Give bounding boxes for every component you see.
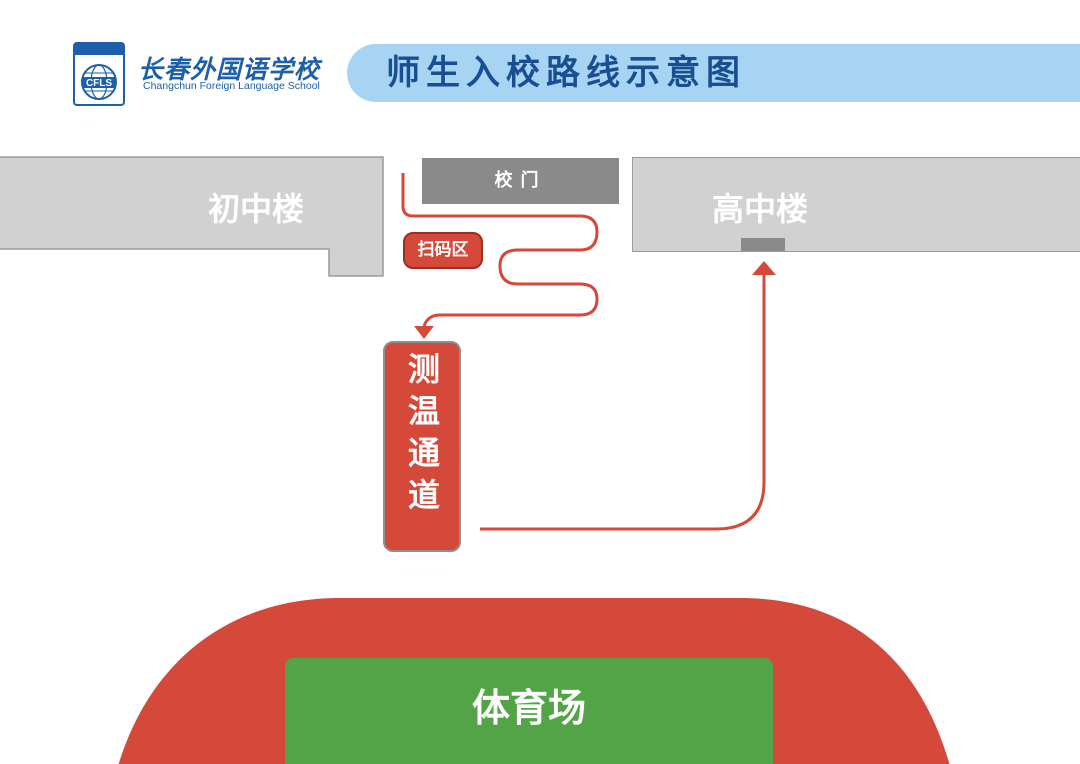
school-name-cn: 长春外国语学校 [138,55,321,84]
gate-label: 校门 [494,170,547,191]
logo-text: CFLS [86,78,112,89]
school-name-en: Changchun Foreign Language School [143,80,320,92]
title-banner [347,44,1080,102]
route-arrow-down [414,326,434,339]
stadium-label: 体育场 [471,686,586,730]
senior-building-label: 高中楼 [712,190,809,228]
senior-building [632,157,1080,252]
senior-building-door [741,238,785,251]
stadium-track [118,598,950,764]
route-arrow-up [752,261,776,275]
junior-building [0,156,384,277]
scan-area: 扫码区 [403,232,483,269]
school-logo: CFLS [73,42,125,106]
page-title: 师生入校路线示意图 [386,53,746,93]
stadium-field [285,658,773,764]
temperature-channel [383,341,461,552]
temperature-channel-label: 测温通道 [403,352,441,520]
temperature-channel-label-wrap: 测温通道 [383,352,461,547]
junior-building-label: 初中楼 [208,190,305,228]
school-gate [422,158,619,204]
